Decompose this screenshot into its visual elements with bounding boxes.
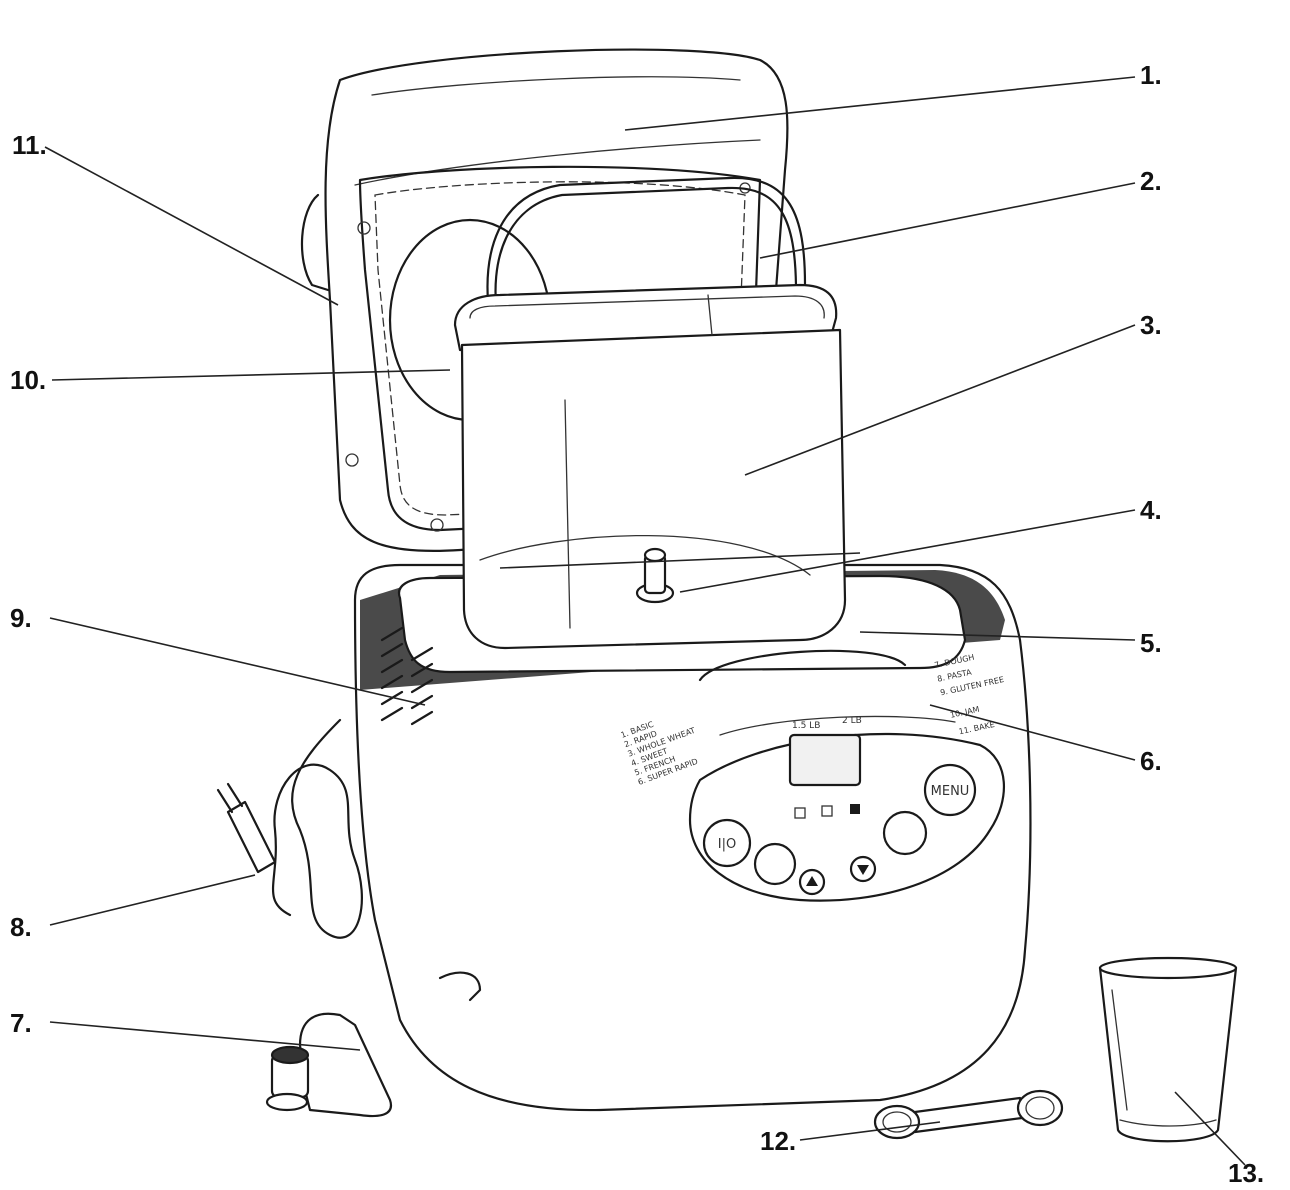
- leader-8: [49, 874, 256, 926]
- bread-pan: [453, 176, 847, 650]
- crust-light-indicator: [794, 807, 806, 819]
- leader-2: [759, 182, 1136, 259]
- power-cord: [216, 718, 363, 939]
- callout-5: 5.: [1140, 628, 1162, 658]
- callout-3: 3.: [1140, 310, 1162, 340]
- measuring-cup: [1098, 956, 1238, 1143]
- callout-8: 8.: [10, 912, 32, 942]
- crust-medium-indicator: [821, 805, 833, 817]
- callout-2: 2.: [1140, 166, 1162, 196]
- crust-button[interactable]: [882, 810, 928, 856]
- crust-dark-indicator: [850, 804, 860, 814]
- callout-4: 4.: [1140, 495, 1162, 525]
- callout-13: 13.: [1228, 1158, 1265, 1188]
- leader-10: [51, 369, 451, 381]
- callout-11: 11.: [12, 130, 47, 160]
- leader-13: [1174, 1091, 1246, 1166]
- callout-7: 7.: [10, 1008, 32, 1038]
- kneading-paddle-accessory: [265, 1012, 393, 1118]
- leader-1: [624, 76, 1136, 131]
- menu-button[interactable]: MENU: [923, 763, 977, 817]
- leader-3: [744, 324, 1136, 476]
- timer-down-button[interactable]: [849, 855, 877, 883]
- callout-10: 10.: [10, 365, 47, 395]
- svg-text:I|O: I|O: [718, 837, 736, 852]
- callout-9: 9.: [10, 603, 32, 633]
- leader-7: [49, 1021, 361, 1051]
- loaf-size-button[interactable]: [753, 842, 797, 886]
- callout-12: 12.: [760, 1126, 797, 1156]
- control-panel: 1.5 LB 2 LB MENU I|O 1. BAS: [620, 653, 1006, 902]
- leader-4: [679, 509, 1136, 593]
- leader-4b: [499, 552, 861, 569]
- leader-6: [929, 704, 1136, 761]
- size-left-label: 1.5 LB: [792, 721, 820, 731]
- leader-5: [859, 631, 1136, 641]
- leader-lines: [44, 76, 1246, 1166]
- vent-slots: [380, 626, 434, 726]
- callout-1: 1.: [1140, 60, 1162, 90]
- size-right-label: 2 LB: [842, 716, 862, 726]
- measuring-spoon: [873, 1089, 1064, 1140]
- leader-12: [799, 1121, 941, 1141]
- leader-11: [44, 146, 339, 306]
- leader-9: [49, 617, 426, 706]
- svg-text:MENU: MENU: [931, 784, 970, 799]
- power-button[interactable]: I|O: [702, 818, 752, 868]
- kneading-paddle-installed: [635, 547, 675, 604]
- timer-up-button[interactable]: [798, 868, 826, 896]
- callout-6: 6.: [1140, 746, 1162, 776]
- lcd-display: [788, 733, 862, 787]
